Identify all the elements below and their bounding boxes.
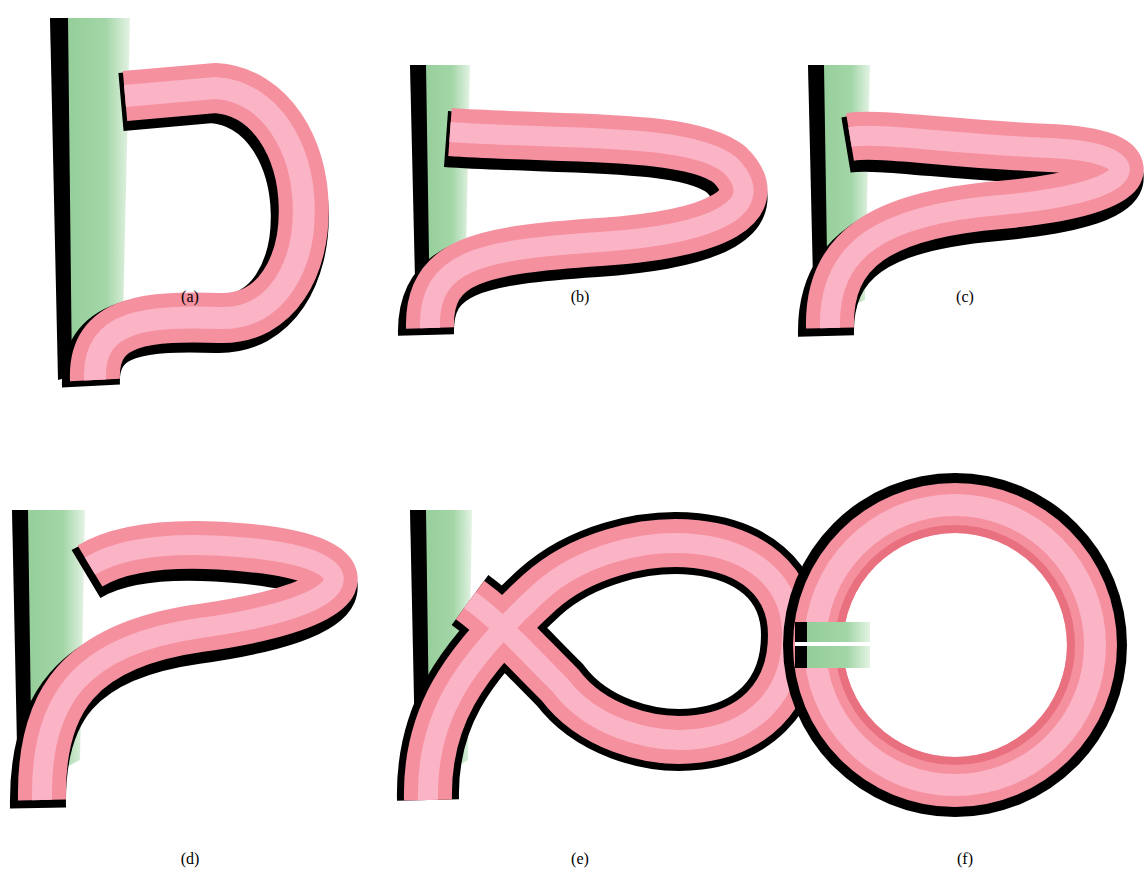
panel-label: (e)	[571, 850, 589, 868]
panel-label: (f)	[957, 850, 973, 868]
panel-f	[783, 473, 1127, 817]
panel-label: (c)	[956, 288, 974, 306]
panel-a	[50, 18, 304, 386]
panel-label: (a)	[181, 288, 199, 306]
panel-b	[410, 65, 744, 335]
panel-d	[12, 510, 334, 808]
panel-c	[808, 65, 1120, 336]
panel-e	[410, 510, 792, 800]
panel-label: (d)	[181, 850, 200, 868]
panel-label: (b)	[571, 288, 590, 306]
